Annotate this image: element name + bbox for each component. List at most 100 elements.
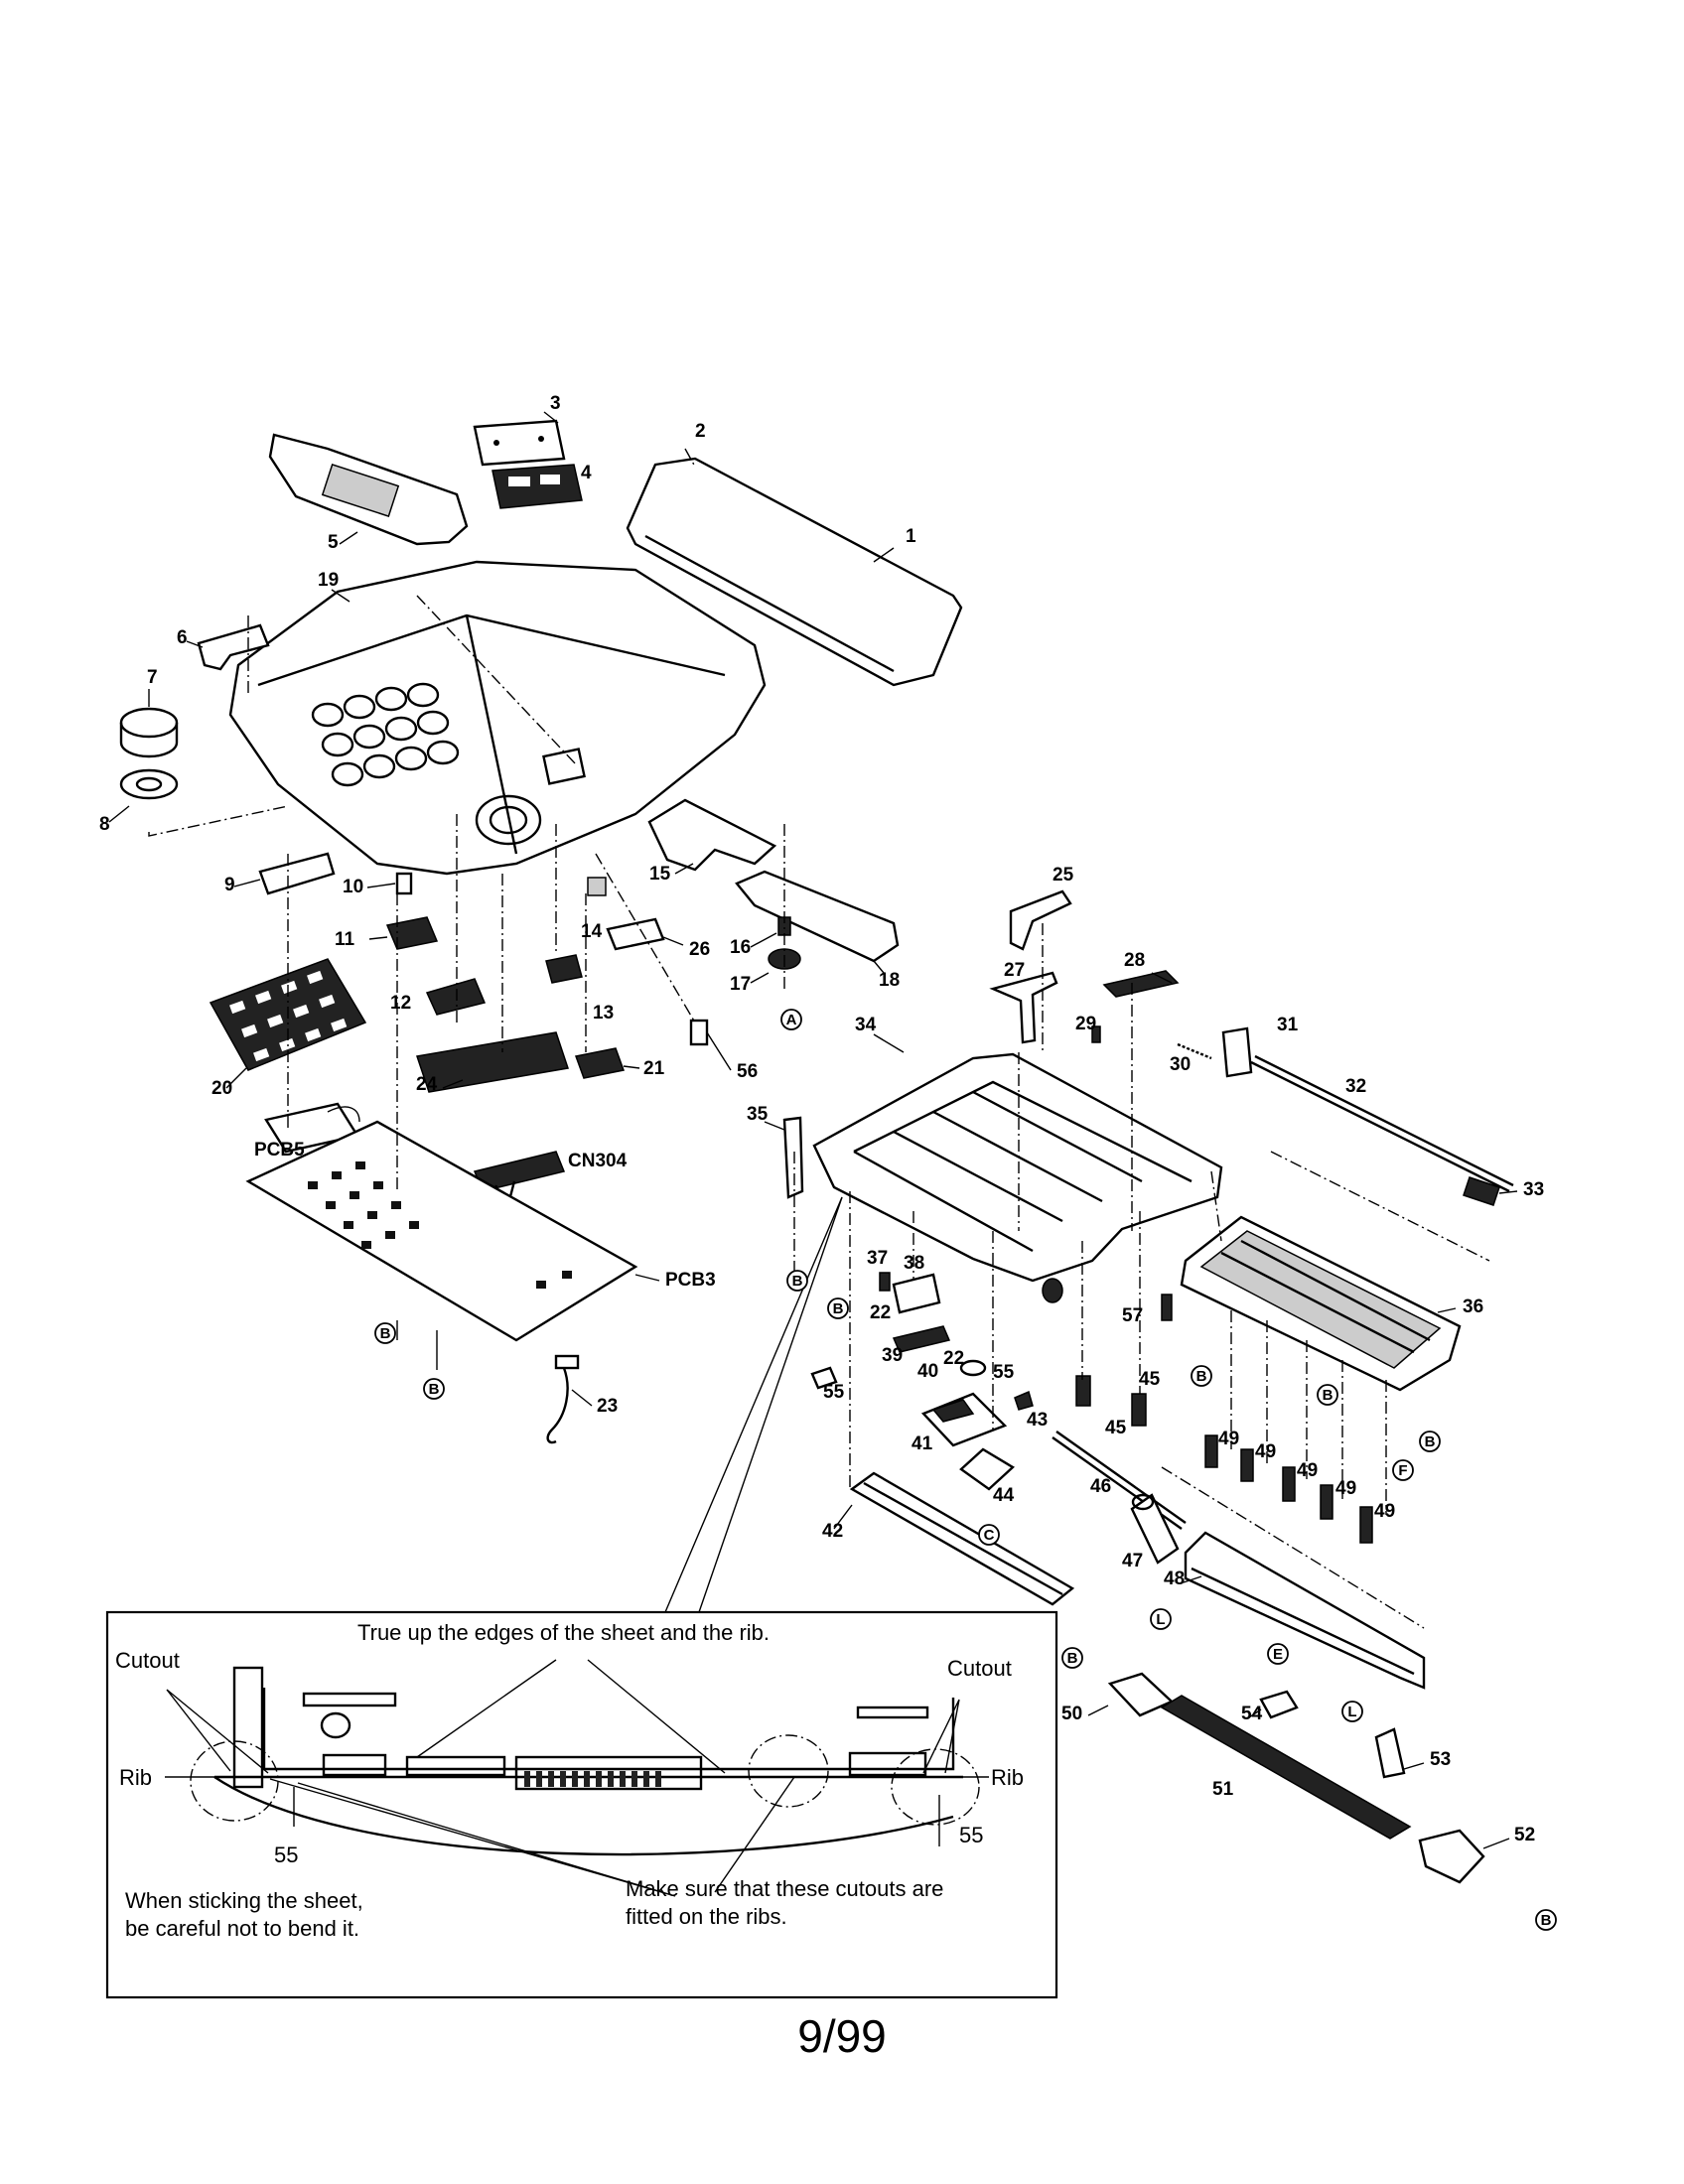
- callout-p27: 27: [1004, 960, 1025, 981]
- part-10-button: [366, 872, 413, 895]
- screw-marker-circle: [978, 1524, 1000, 1546]
- callout-p22b: 22: [943, 1348, 964, 1369]
- screw-marker-circle: [374, 1322, 396, 1344]
- part-15-plate: [647, 798, 777, 875]
- callout-p40: 40: [917, 1361, 938, 1382]
- part-23-cable: [546, 1354, 593, 1444]
- part-39-roller: [892, 1325, 951, 1353]
- part-44-sheet: [959, 1447, 1015, 1491]
- part-55-clip: [810, 1366, 838, 1390]
- callout-p41: 41: [912, 1433, 933, 1454]
- part-47-roller: [1130, 1493, 1180, 1565]
- part-5-label-panel: [268, 433, 469, 546]
- part-9-lever: [233, 852, 336, 895]
- screw-marker: C: [978, 1524, 1000, 1546]
- callout-p45b: 45: [1139, 1369, 1161, 1390]
- callout-p52: 52: [1514, 1825, 1535, 1845]
- part-48-frame: [1183, 1531, 1426, 1690]
- part-13-switch: [545, 954, 583, 984]
- screw-marker-letter: E: [1273, 1646, 1283, 1663]
- part-3-plate: [473, 411, 566, 467]
- screw-marker-circle: [423, 1378, 445, 1400]
- screw-marker-letter: L: [1347, 1704, 1356, 1720]
- pcb3-board: [245, 1120, 660, 1342]
- callout-p43: 43: [1027, 1410, 1048, 1431]
- screw-marker: B: [786, 1270, 808, 1292]
- screw-marker-letter: B: [429, 1381, 440, 1398]
- callout-p23: 23: [597, 1396, 618, 1417]
- part-49-springs: [1204, 1434, 1373, 1544]
- callout-p24: 24: [416, 1074, 438, 1095]
- screw-marker-circle: [780, 1009, 802, 1030]
- callout-p18: 18: [879, 970, 900, 991]
- screw-marker: B: [1419, 1431, 1441, 1452]
- screw-marker-letter: B: [1323, 1387, 1333, 1404]
- callout-p38: 38: [904, 1253, 924, 1274]
- part-7-knob: [119, 689, 179, 758]
- part-19-console-body: [228, 560, 767, 876]
- callout-p53: 53: [1430, 1749, 1451, 1770]
- callout-p49a: 49: [1218, 1429, 1239, 1449]
- part-37-spring: [879, 1272, 891, 1292]
- callout-p13: 13: [593, 1003, 614, 1024]
- console-assembly: [108, 411, 963, 1444]
- callout-p45a: 45: [1105, 1418, 1127, 1438]
- callout-p37: 37: [867, 1248, 888, 1269]
- part-1-cover: [626, 448, 963, 687]
- part-6-bracket: [186, 623, 270, 671]
- screw-marker-circle: [1392, 1459, 1414, 1481]
- part-32-shaft: [1250, 1054, 1514, 1193]
- callout-p48: 48: [1164, 1569, 1185, 1589]
- screw-marker: F: [1392, 1459, 1414, 1481]
- callout-p16: 16: [730, 937, 751, 958]
- part-40-washer: [959, 1359, 987, 1377]
- part-24-rubber-strip: [416, 1031, 569, 1093]
- callout-p30: 30: [1170, 1054, 1191, 1075]
- callout-p35: 35: [747, 1104, 769, 1125]
- callout-p46: 46: [1090, 1476, 1111, 1497]
- screw-marker: B: [1191, 1365, 1212, 1387]
- inset-note-right-line1: Make sure that these cutouts are: [626, 1876, 944, 1901]
- screw-marker-letter: B: [1067, 1650, 1078, 1667]
- part-36-tray: [1180, 1215, 1462, 1392]
- part-52-bracket: [1418, 1829, 1510, 1884]
- part-29-pin: [1091, 1025, 1101, 1043]
- console-keys: [311, 682, 460, 787]
- callout-p17: 17: [730, 974, 751, 995]
- part-17-gear: [750, 948, 801, 984]
- part-11-switch: [368, 916, 439, 950]
- callout-p44: 44: [993, 1485, 1015, 1506]
- inset-note-left-line2: be careful not to bend it.: [125, 1916, 360, 1941]
- callout-p49e: 49: [1374, 1501, 1395, 1522]
- part-26-switch: [606, 917, 684, 951]
- callout-p47: 47: [1122, 1551, 1143, 1571]
- inset-55-left-label: 55: [274, 1843, 299, 1867]
- callout-p9: 9: [224, 875, 235, 895]
- inset-leader-left: [664, 1196, 843, 1613]
- callout-p6: 6: [177, 627, 188, 648]
- screw-marker-circle: [1317, 1384, 1338, 1406]
- callout-p21: 21: [643, 1058, 665, 1079]
- inset-rib-right-label: Rib: [991, 1765, 1025, 1790]
- page-number: 9/99: [797, 2010, 887, 2062]
- inset-note-right-line2: fitted on the ribs.: [626, 1904, 787, 1929]
- part-14-button: [587, 877, 607, 896]
- callout-p49c: 49: [1297, 1460, 1318, 1481]
- inset-note-left-line1: When sticking the sheet,: [125, 1888, 363, 1913]
- screw-marker-circle: [827, 1297, 849, 1319]
- screw-marker-letter: C: [984, 1527, 995, 1544]
- callout-p28: 28: [1124, 950, 1145, 971]
- screw-marker: B: [374, 1322, 396, 1344]
- inset-cutout-right-label: Cutout: [947, 1656, 1012, 1681]
- callout-p31: 31: [1277, 1015, 1299, 1035]
- screw-marker: L: [1341, 1701, 1363, 1722]
- callout-p29: 29: [1075, 1014, 1096, 1034]
- callout-p55a: 55: [823, 1382, 845, 1403]
- screw-marker: B: [1535, 1909, 1557, 1931]
- chassis-assembly: [764, 889, 1518, 1884]
- callout-p11: 11: [335, 929, 355, 950]
- callout-p32: 32: [1345, 1076, 1366, 1097]
- screw-marker-circle: [1419, 1431, 1441, 1452]
- part-46-shaft: [1052, 1431, 1187, 1530]
